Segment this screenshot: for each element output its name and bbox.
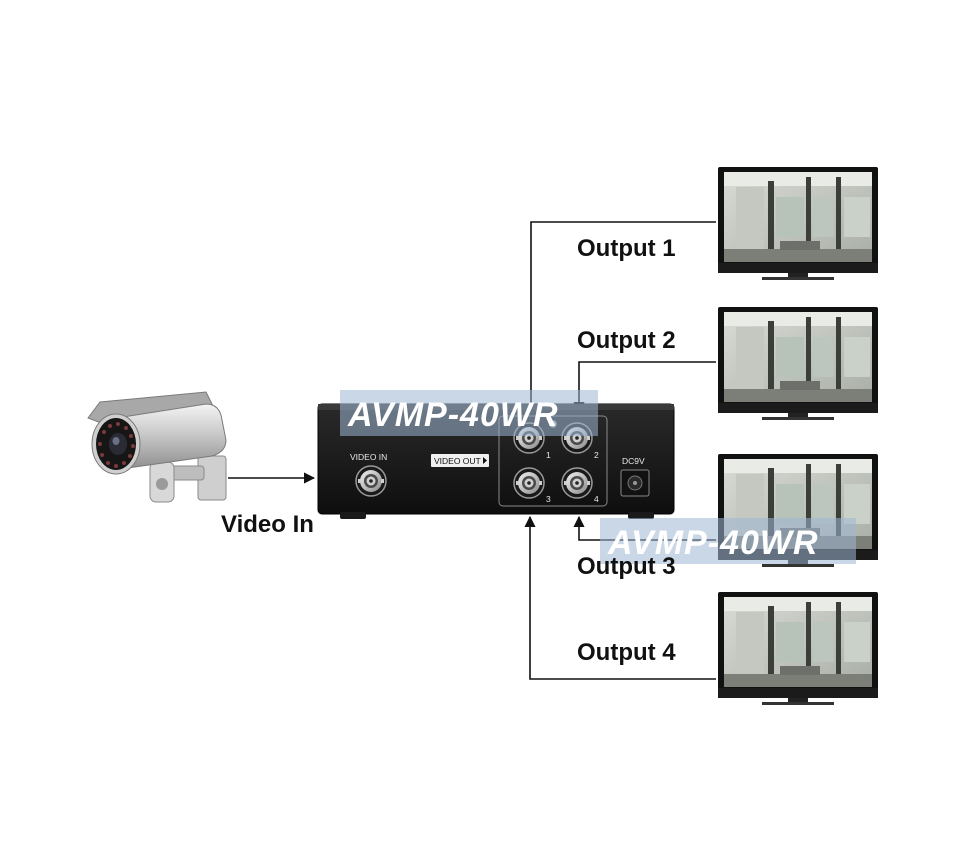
output-3-bnc-connector	[513, 467, 545, 499]
output-1-label: Output 1	[577, 235, 676, 262]
video-in-label: Video In	[221, 511, 314, 538]
video-out-panel-label: VIDEO OUT	[434, 456, 481, 466]
port-number-4: 4	[594, 494, 599, 504]
output-4-bnc-connector	[561, 467, 593, 499]
monitor-icon	[718, 307, 878, 420]
svg-text:AVMP-40WR: AVMP-40WR	[347, 396, 559, 434]
port-number-2: 2	[594, 450, 599, 460]
output-4-label: Output 4	[577, 639, 676, 666]
port-number-3: 3	[546, 494, 551, 504]
monitor-icon	[718, 592, 878, 705]
power-label: DC9V	[622, 456, 645, 466]
watermark-bottom: AVMP-40WR	[600, 518, 856, 564]
watermark-top: AVMP-40WR	[340, 390, 598, 436]
svg-text:AVMP-40WR: AVMP-40WR	[607, 524, 819, 562]
video-in-panel-label: VIDEO IN	[350, 452, 387, 462]
output-1-line	[525, 221, 716, 416]
output-4-line	[524, 515, 716, 680]
port-number-1: 1	[546, 450, 551, 460]
video-in-bnc-connector	[355, 465, 387, 497]
monitor-icon	[718, 167, 878, 280]
output-2-label: Output 2	[577, 327, 676, 354]
cctv-camera-icon	[87, 391, 227, 503]
output-3-label: Output 3	[577, 553, 676, 580]
connection-lines	[228, 221, 716, 680]
